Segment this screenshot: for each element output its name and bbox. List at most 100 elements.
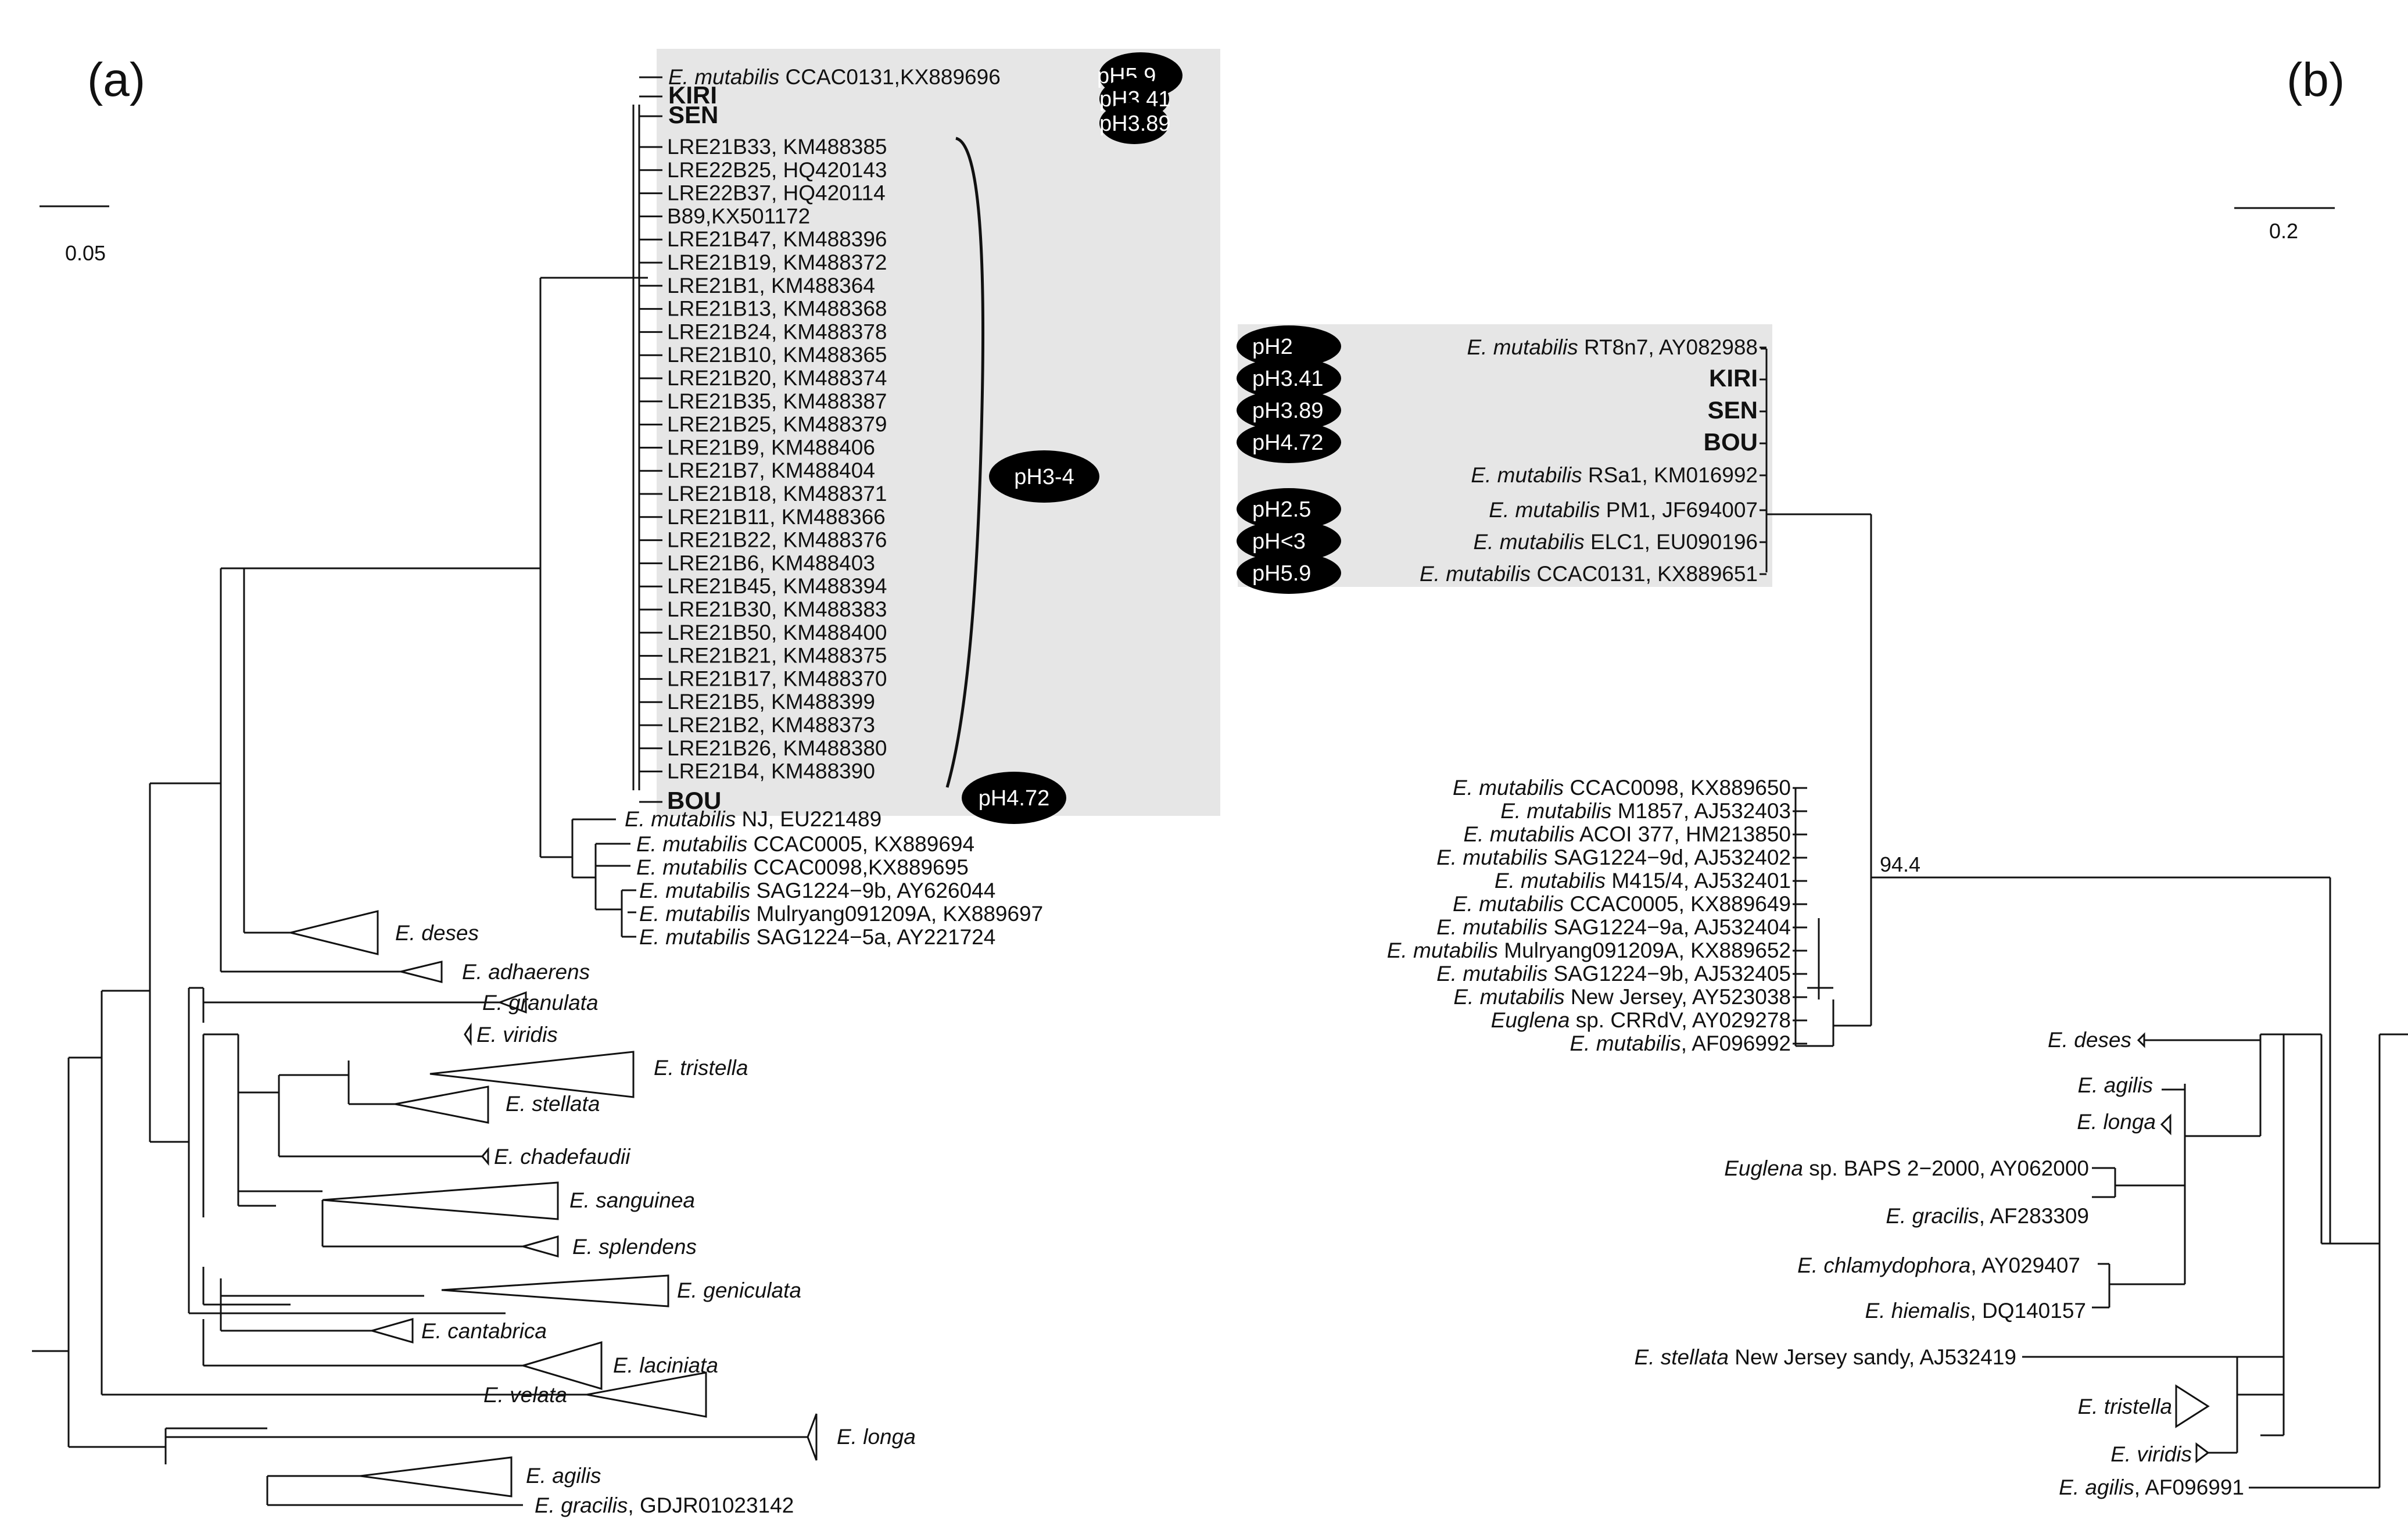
clade-triangle-splendens: [519, 1235, 559, 1257]
leaf-label-b-cluster: KIRI: [1709, 364, 1758, 392]
leaf-label-clade: E. geniculata: [677, 1278, 801, 1302]
leaf-label-clade: E. chadefaudii: [494, 1145, 631, 1169]
cluster-highlight-a: [657, 49, 1220, 816]
leaf-label-b-other: E. deses: [2048, 1028, 2131, 1052]
leaf-label-b-mutabilis: E. mutabilis, AF096992: [1570, 1031, 1791, 1055]
svg-text:pH4.72: pH4.72: [979, 786, 1050, 811]
tree-a-branches: [32, 105, 648, 1506]
leaf-label-b-cluster: E. mutabilis RT8n7, AY082988: [1467, 335, 1758, 359]
leaf-label-clade: E. agilis: [526, 1464, 601, 1488]
leaf-label-clade: E. laciniata: [613, 1353, 718, 1377]
scale-label-b: 0.2: [2269, 219, 2298, 243]
scale-bar-a: 0.05: [40, 205, 109, 265]
leaf-label-lre: LRE21B7, KM488404: [667, 458, 875, 482]
clade-triangle-laciniata: [519, 1341, 603, 1391]
leaf-label-b-cluster: E. mutabilis CCAC0131, KX889651: [1420, 562, 1758, 586]
leaf-label-b-cluster: E. mutabilis RSa1, KM016992: [1471, 463, 1758, 487]
leaf-label-lre: LRE21B24, KM488378: [667, 320, 887, 343]
leaf-label-clade: E. tristella: [654, 1056, 748, 1080]
leaf-label-lre: LRE21B13, KM488368: [667, 297, 887, 321]
leaf-label-a-top: SEN: [668, 101, 718, 128]
leaf-label-clade: E. adhaerens: [462, 960, 590, 984]
leaf-label-clade: E. deses: [395, 921, 479, 945]
clade-triangle-longa-b: [2160, 1113, 2172, 1135]
svg-text:pH3-4: pH3-4: [1014, 465, 1074, 489]
clade-triangle-longa: [807, 1413, 818, 1461]
leaf-label-lre: LRE21B47, KM488396: [667, 227, 887, 251]
svg-text:pH3.89: pH3.89: [1252, 399, 1324, 423]
leaf-label-a-top: E. mutabilis CCAC0131,KX889696: [668, 65, 1001, 89]
leaf-label-clade: E. gracilis, GDJR01023142: [535, 1493, 794, 1517]
leaf-label-lre: LRE21B19, KM488372: [667, 250, 887, 274]
leaf-label-lre: LRE21B9, KM488406: [667, 435, 875, 459]
clade-triangle-sanguinea: [322, 1181, 559, 1220]
leaf-label-b-other: E. stellata New Jersey sandy, AJ532419: [1635, 1345, 2016, 1369]
leaf-label-b-other: E. longa: [2077, 1110, 2156, 1134]
leaf-label-clade: E. cantabrica: [421, 1319, 547, 1343]
leaf-label-b-other: E. hiemalis, DQ140157: [1865, 1299, 2086, 1323]
leaf-label-b-cluster: SEN: [1708, 396, 1758, 424]
tree-b-branches: [1761, 347, 2408, 1489]
scale-bar-b: 0.2: [2234, 207, 2335, 243]
leaf-label-b-mutabilis: E. mutabilis M415/4, AJ532401: [1495, 869, 1791, 893]
clade-triangle-deses-b: [2137, 1032, 2145, 1048]
ph-badge-b: pH<3: [1237, 520, 1341, 562]
clade-triangle-tristella-b: [2175, 1384, 2210, 1428]
leaf-label-lre: LRE21B20, KM488374: [667, 366, 887, 390]
leaf-label-clade: E. velata: [483, 1383, 567, 1407]
leaf-label-b-other: E. agilis: [2077, 1073, 2153, 1097]
clade-triangle-adhaerens: [400, 961, 443, 983]
clade-triangle-agilis: [360, 1456, 513, 1497]
leaf-label-lre: B89,KX501172: [667, 204, 810, 228]
ph-badge-b: pH5.9: [1237, 552, 1341, 594]
leaf-label-b-mutabilis: E. mutabilis CCAC0005, KX889649: [1453, 892, 1791, 916]
leaf-label-sister: E. mutabilis SAG1224−5a, AY221724: [639, 925, 995, 949]
clade-triangle-stellata: [395, 1085, 489, 1124]
leaf-label-clade: E. splendens: [572, 1235, 697, 1259]
ph-badge-b: pH3.89: [1237, 389, 1341, 431]
leaf-label-b-other: E. agilis, AF096991: [2059, 1475, 2244, 1499]
leaf-label-lre: LRE21B30, KM488383: [667, 597, 887, 621]
ph-badge-b: pH3.41: [1237, 357, 1341, 399]
leaf-label-b-other: E. viridis: [2110, 1442, 2192, 1466]
clade-triangle-viridis: [464, 1023, 472, 1046]
leaf-label-clade: E. viridis: [476, 1023, 558, 1047]
leaf-label-lre: LRE21B35, KM488387: [667, 389, 887, 413]
ph-badge-b: pH4.72: [1237, 421, 1341, 463]
svg-text:pH2: pH2: [1252, 335, 1293, 359]
leaf-label-lre: LRE21B50, KM488400: [667, 621, 887, 644]
leaf-label-b-mutabilis: E. mutabilis SAG1224−9d, AJ532402: [1436, 845, 1791, 869]
leaf-label-lre: LRE21B2, KM488373: [667, 713, 875, 737]
leaf-label-lre: LRE21B5, KM488399: [667, 690, 875, 714]
leaf-label-b-mutabilis: E. mutabilis ACOI 377, HM213850: [1463, 822, 1791, 846]
leaf-label-sister: E. mutabilis CCAC0005, KX889694: [636, 832, 974, 856]
clade-triangle-deses: [290, 910, 379, 955]
leaf-label-b-other: Euglena sp. BAPS 2−2000, AY062000: [1724, 1156, 2089, 1180]
leaf-label-lre: LRE21B18, KM488371: [667, 482, 887, 506]
svg-text:pH4.72: pH4.72: [1252, 431, 1324, 455]
leaf-label-sister: E. mutabilis CCAC0098,KX889695: [636, 855, 969, 879]
leaf-label-b-mutabilis: E. mutabilis Mulryang091209A, KX889652: [1387, 938, 1791, 962]
clade-triangle-tristella: [429, 1051, 635, 1098]
leaf-label-lre: LRE21B25, KM488379: [667, 413, 887, 436]
leaf-label-b-mutabilis: E. mutabilis SAG1224−9b, AJ532405: [1436, 962, 1791, 986]
svg-text:pH<3: pH<3: [1252, 529, 1306, 554]
leaf-label-lre: LRE21B4, KM488390: [667, 759, 875, 783]
tree-b-cluster-list: E. mutabilis RT8n7, AY082988KIRISENBOUE.…: [1420, 335, 1766, 586]
leaf-label-lre: LRE21B6, KM488403: [667, 551, 875, 575]
leaf-label-clade: E. sanguinea: [569, 1188, 695, 1212]
leaf-label-b-mutabilis: E. mutabilis New Jersey, AY523038: [1453, 985, 1791, 1009]
lre-bracket: [945, 137, 985, 788]
clade-triangle-cantabrica: [368, 1318, 414, 1343]
leaf-label-a-top: KIRI: [668, 81, 717, 109]
clade-triangle-viridis-b: [2195, 1442, 2210, 1463]
leaf-label-sister: E. mutabilis SAG1224−9b, AY626044: [639, 879, 995, 902]
